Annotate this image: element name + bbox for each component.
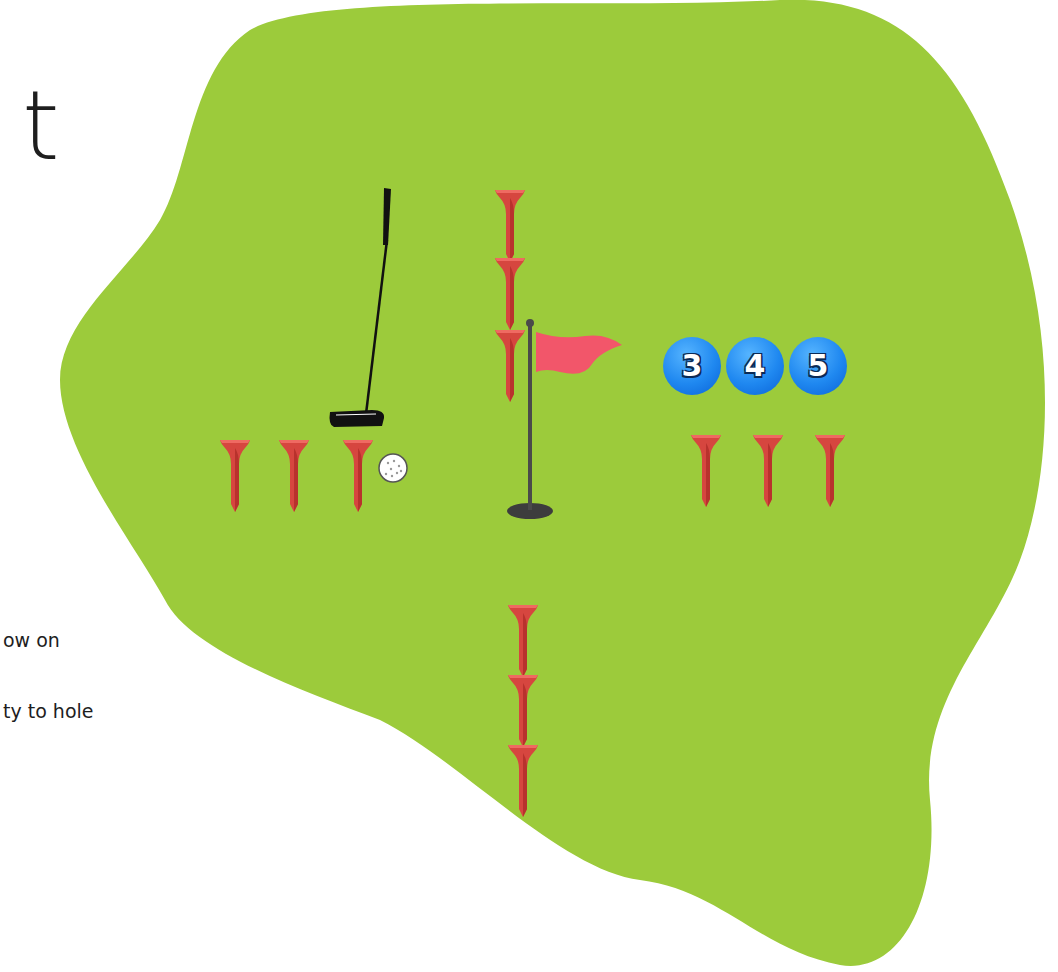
tee: [508, 605, 538, 677]
tee: [508, 745, 538, 817]
callout-number: 5: [808, 351, 829, 381]
flag-pin: [507, 319, 622, 519]
title: t: [22, 78, 60, 174]
note-text: ty to hole: [3, 700, 93, 723]
tee: [753, 435, 783, 507]
number-circle: 5: [789, 337, 847, 395]
tee: [343, 440, 373, 512]
callout-number: 4: [745, 351, 766, 381]
golf-ball: [379, 454, 407, 482]
tee: [279, 440, 309, 512]
tee: [815, 435, 845, 507]
note-text: ow on: [3, 629, 60, 652]
green-blob: [60, 0, 1045, 966]
callout-number: 3: [682, 351, 703, 381]
tee: [495, 258, 525, 330]
tee: [220, 440, 250, 512]
tee: [691, 435, 721, 507]
tee: [495, 190, 525, 262]
tee: [495, 330, 525, 402]
number-circle: 3: [663, 337, 721, 395]
tee: [508, 675, 538, 747]
number-circle: 4: [726, 337, 784, 395]
putter: [330, 188, 392, 427]
